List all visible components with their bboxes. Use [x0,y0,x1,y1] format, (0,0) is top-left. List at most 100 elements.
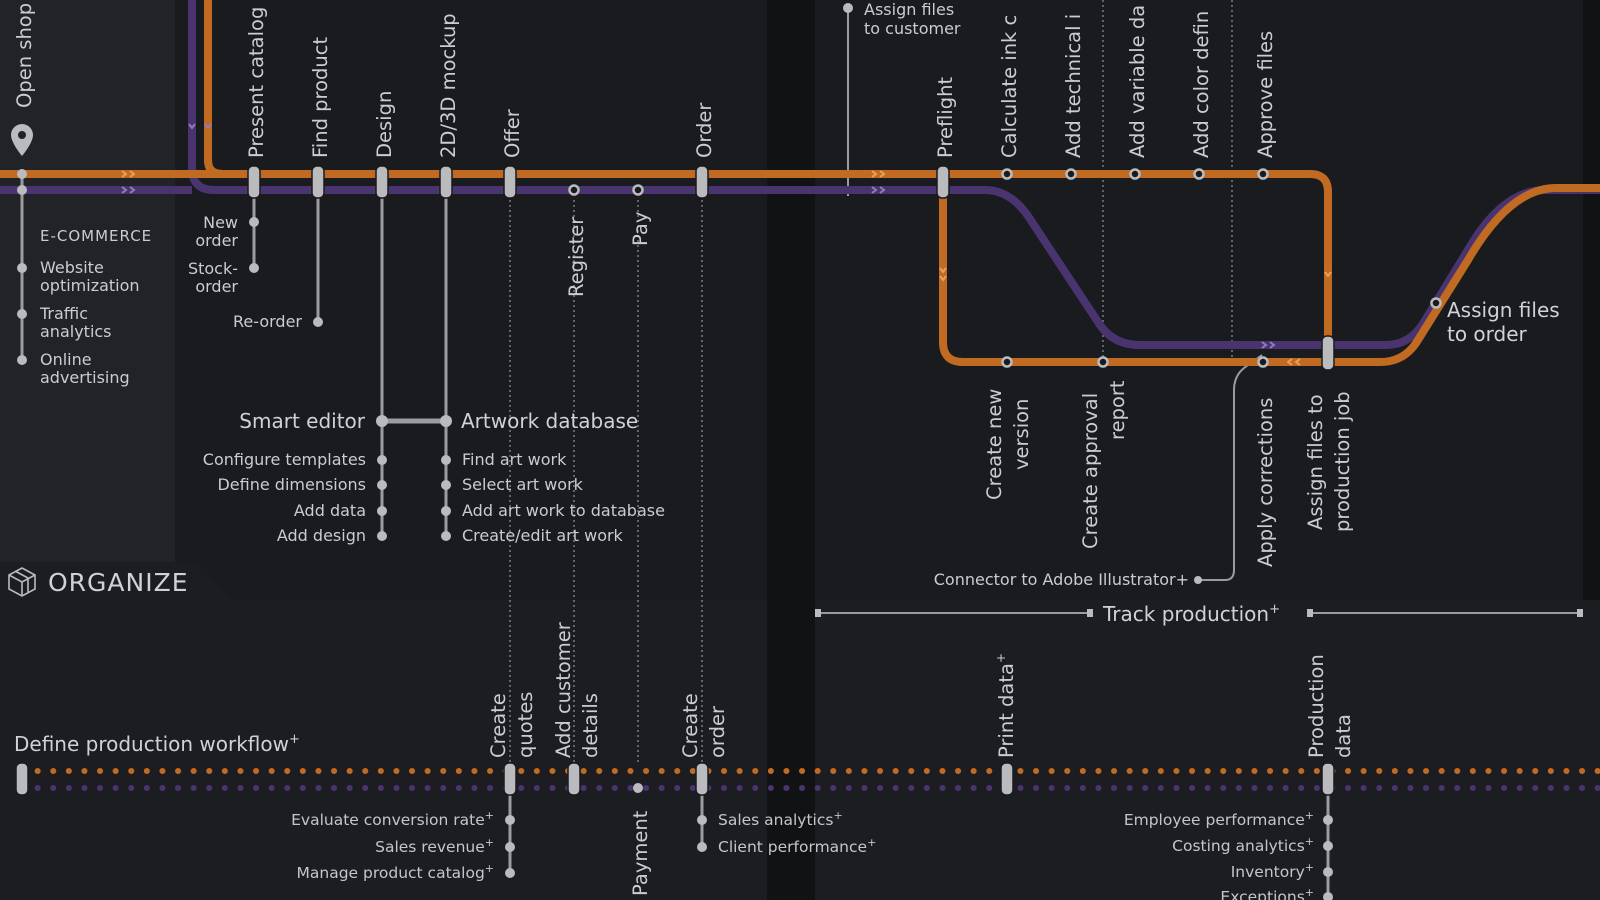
analytics-production-item[interactable]: Employee performance+ [1124,809,1314,829]
label-print-data: Print data+ [994,653,1018,758]
station-create-quotes[interactable] [503,762,517,796]
label-open-shop: Open shop [13,3,36,108]
branch-connectors [20,8,1330,900]
label-assign-to-order-2: to order [1447,322,1528,346]
map-pin-icon [11,124,33,156]
label-add-technical: Add technical i [1062,14,1085,158]
station-find-product[interactable] [311,165,325,199]
ecommerce-item-1a: Website [40,258,104,277]
label-create-approval-report-2: report [1106,380,1129,440]
label-production-data-2: data [1332,714,1355,758]
label-add-customer-2: details [579,693,602,758]
station-assign-to-job[interactable] [1321,335,1335,371]
organize-title: ORGANIZE [48,568,189,597]
analytics-quotes-item[interactable]: Sales revenue+ [375,836,494,856]
ecommerce-panel [0,0,175,562]
artwork-item[interactable]: Select art work [462,475,584,494]
label-stock-order-2: order [195,277,238,296]
smart-editor-item[interactable]: Add design [277,526,366,545]
dotted-guides [509,0,1233,765]
label-mockup: 2D/3D mockup [437,13,460,158]
purple-line [188,0,1600,349]
artwork-database-title: Artwork database [461,409,638,433]
analytics-order-item[interactable]: Client performance+ [718,836,876,856]
analytics-quotes-item[interactable]: Manage product catalog+ [297,862,494,882]
label-preflight: Preflight [934,77,957,158]
label-add-customer-1: Add customer [552,621,575,758]
organize-tab [0,562,232,600]
station-present-catalog[interactable] [247,165,261,199]
define-workflow-label[interactable]: Define production workflow+ [14,732,300,756]
label-assign-to-customer-2: to customer [864,19,961,38]
label-find-product: Find product [309,36,332,158]
station-offer[interactable] [503,165,517,199]
orange-loop-line [939,174,1600,366]
label-approve-files: Approve files [1254,31,1277,158]
label-create-quotes-1: Create [487,693,510,758]
smart-editor-item[interactable]: Configure templates [203,450,366,469]
station-preflight[interactable] [936,165,950,199]
analytics-quotes-item[interactable]: Evaluate conversion rate+ [291,809,494,829]
label-apply-corrections: Apply corrections [1254,398,1277,567]
ecommerce-item-1b: optimization [40,276,140,295]
label-present-catalog: Present catalog [245,7,268,158]
label-offer: Offer [501,108,524,158]
analytics-production-item[interactable]: Inventory+ [1231,861,1314,881]
station-create-order[interactable] [695,762,709,796]
label-production-data-1: Production [1305,654,1328,758]
label-create-new-version-2: version [1010,399,1033,470]
label-design: Design [373,91,396,158]
cube-icon [8,567,36,597]
label-create-order-1: Create [679,693,702,758]
analytics-production-item[interactable]: Exceptions+ [1220,886,1314,900]
analytics-production-item[interactable]: Costing analytics+ [1172,835,1314,855]
station-design[interactable] [375,165,389,199]
label-create-approval-report-1: Create approval [1079,393,1102,549]
label-assign-to-job-1: Assign files to [1304,394,1327,530]
organize-panel-right [815,600,1600,900]
label-calc-ink: Calculate ink c [998,15,1021,158]
station-order[interactable] [695,165,709,199]
station-define-workflow[interactable] [15,762,29,796]
artwork-item[interactable]: Find art work [462,450,567,469]
station-dots [17,3,1333,900]
label-register: Register [565,216,588,297]
shop-panel [175,0,767,600]
label-assign-to-job-2: production job [1331,391,1354,532]
smart-editor-title: Smart editor [239,409,365,433]
line-station-rings [568,168,1442,368]
analytics-order-item[interactable]: Sales analytics+ [718,809,843,829]
label-assign-to-order-1: Assign files [1447,298,1560,322]
label-new-order-2: order [195,231,238,250]
artwork-item[interactable]: Create/edit art work [462,526,624,545]
direction-chevrons [121,170,1332,366]
ecommerce-item-2b: analytics [40,322,112,341]
label-add-color: Add color defin [1190,11,1213,158]
label-new-order-1: New [203,213,238,232]
station-print-data[interactable] [1000,762,1014,796]
label-add-variable: Add variable da [1126,5,1149,158]
label-order: Order [693,102,716,158]
ecommerce-title: E-COMMERCE [40,227,152,245]
ecommerce-item-2a: Traffic [39,304,88,323]
smart-editor-item[interactable]: Define dimensions [217,475,366,494]
label-payment: Payment [629,810,652,896]
label-reorder: Re-order [233,312,302,331]
ecommerce-item-3a: Online [40,350,92,369]
ecommerce-item-3b: advertising [40,368,130,387]
label-create-quotes-2: quotes [514,692,537,758]
label-create-new-version-1: Create new [983,389,1006,500]
orange-main-line [204,0,1332,362]
station-add-customer[interactable] [567,762,581,796]
organize-panel-left [0,600,767,900]
station-production-data[interactable] [1321,762,1335,796]
smart-editor-item[interactable]: Add data [294,501,366,520]
label-pay: Pay [629,212,652,246]
label-connector-illustrator[interactable]: Connector to Adobe Illustrator+ [934,570,1189,589]
label-assign-to-customer-1: Assign files [864,0,954,19]
artwork-item[interactable]: Add art work to database [462,501,665,520]
label-create-order-2: order [706,705,729,758]
station-mockup[interactable] [439,165,453,199]
track-production-label[interactable]: Track production+ [1102,602,1280,626]
